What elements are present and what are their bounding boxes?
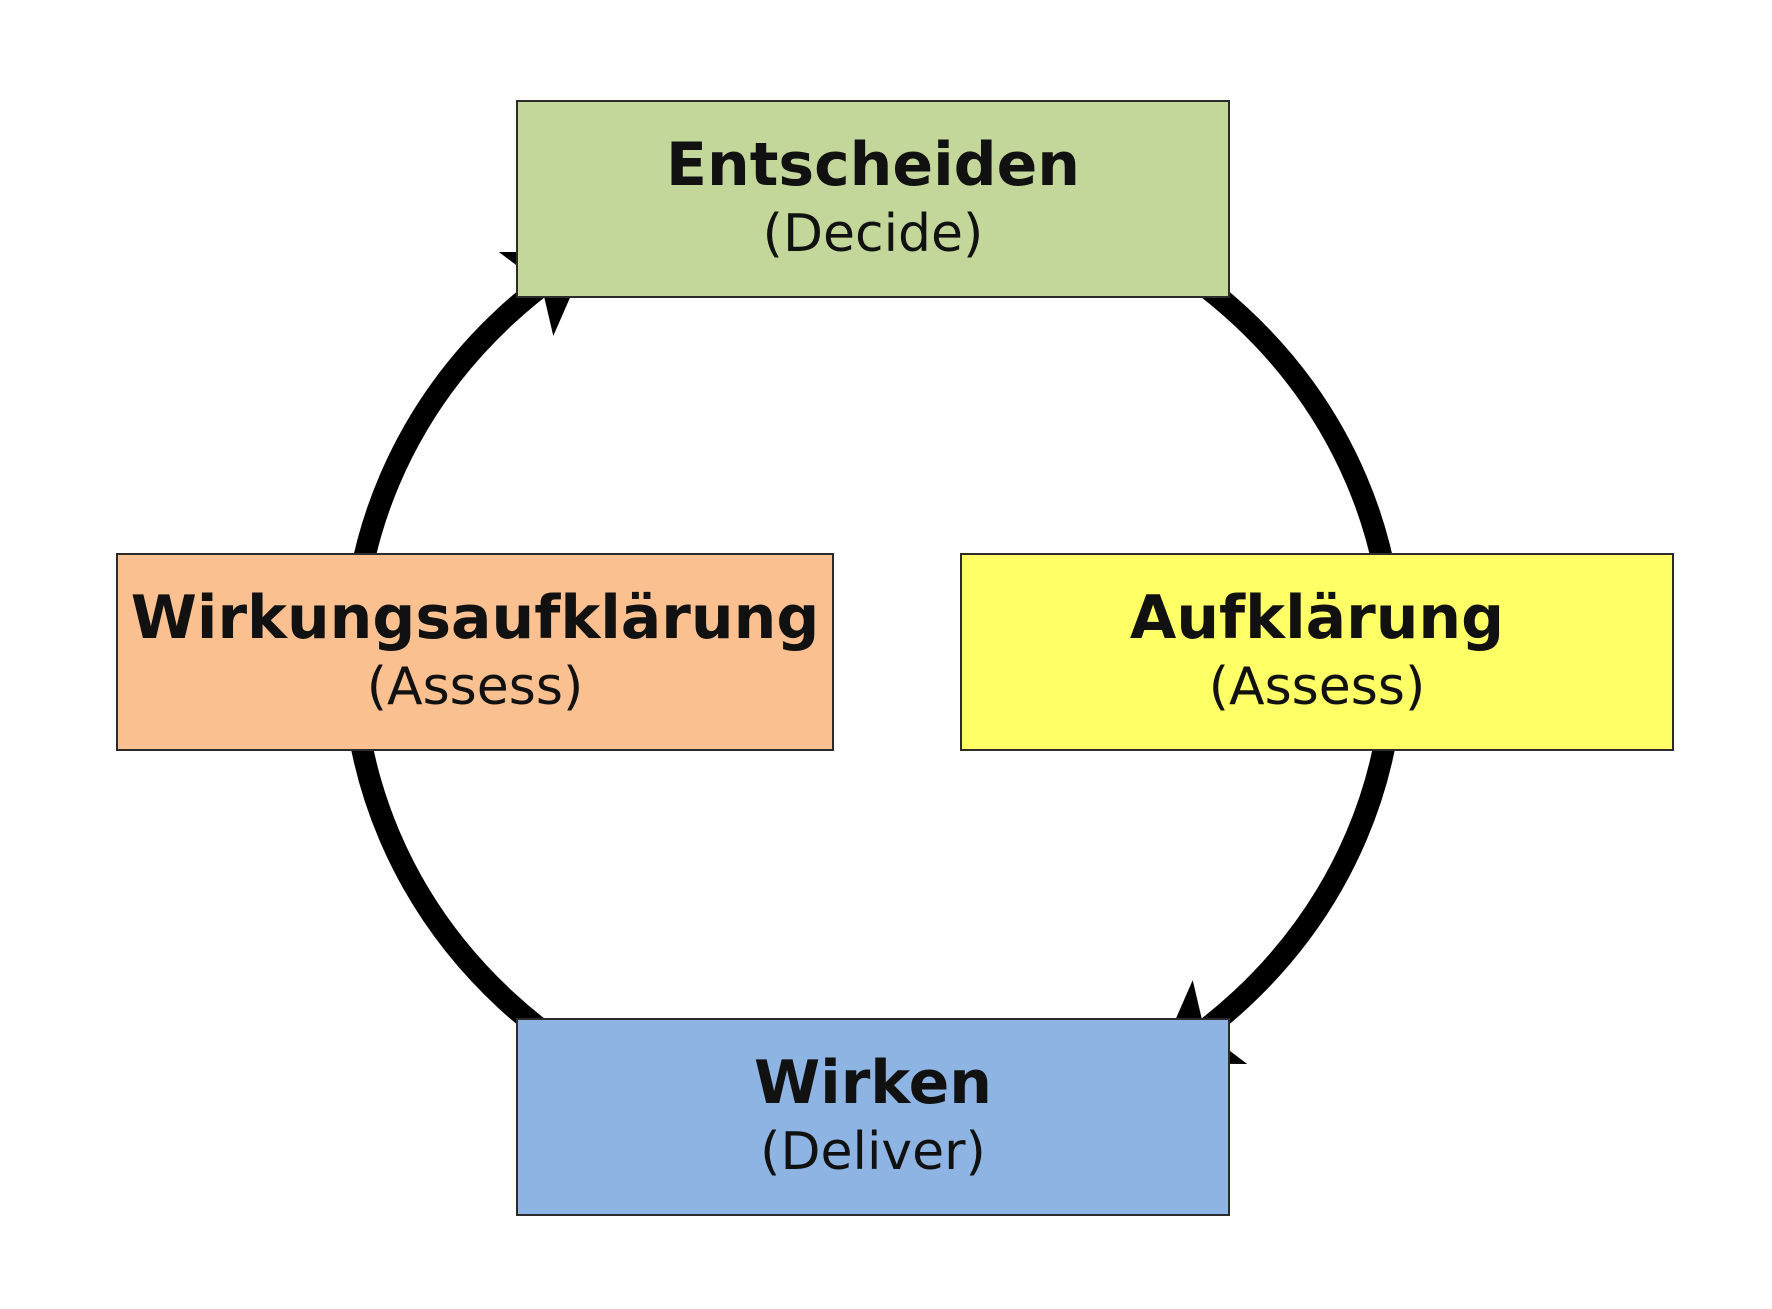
node-decide-title: Entscheiden [666, 130, 1080, 201]
node-deliver: Wirken (Deliver) [516, 1018, 1230, 1216]
node-assess-left-subtitle: (Assess) [366, 657, 584, 718]
node-assess-left-title: Wirkungsaufklärung [130, 583, 820, 654]
node-deliver-title: Wirken [753, 1048, 993, 1119]
node-decide-subtitle: (Decide) [762, 204, 984, 265]
node-assess-right: Aufklärung (Assess) [960, 553, 1674, 751]
node-assess-right-subtitle: (Assess) [1208, 657, 1426, 718]
node-assess-right-title: Aufklärung [1129, 583, 1505, 654]
node-deliver-subtitle: (Deliver) [760, 1122, 986, 1183]
node-assess-left: Wirkungsaufklärung (Assess) [116, 553, 834, 751]
node-decide: Entscheiden (Decide) [516, 100, 1230, 298]
